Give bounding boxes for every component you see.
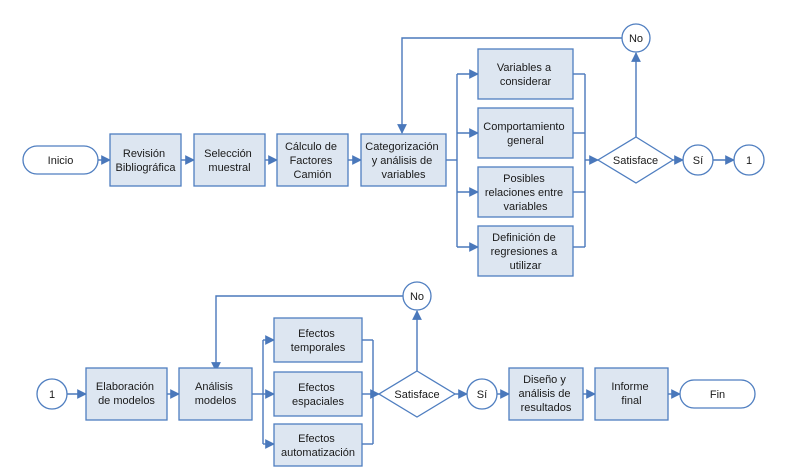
node-informe: Informe final [594,367,669,421]
node-si-2: Sí [466,378,498,410]
node-inicio: Inicio [22,145,99,175]
no1-label: No [629,33,643,45]
node-diseno: Diseño y análisis de resultados [508,367,584,421]
informe-label: Informe final [611,381,651,407]
si2-label: Sí [477,389,487,401]
node-calculo: Cálculo de Factores Camión [276,133,349,187]
automatizacion-label: Efectos automatización [281,433,355,459]
posibles-label: Posibles relaciones entre variables [485,173,566,213]
comportamiento-label: Comportamiento general [483,121,567,147]
inicio-label: Inicio [48,155,74,167]
connector-out-label: 1 [746,155,752,167]
node-espaciales: Efectos espaciales [273,371,363,417]
edge-no1-loopback [397,37,622,134]
node-seleccion: Selección muestral [193,133,266,187]
node-categorizacion: Categorización y análisis de variables [360,133,447,187]
edges-flow1 [98,37,735,252]
diseno-label: Diseño y análisis de resultados [518,374,573,414]
no2-label: No [410,291,424,303]
categorizacion-label: Categorización y análisis de variables [365,141,441,181]
decision-satisface-2: Satisface [377,370,457,418]
node-temporales: Efectos temporales [273,317,363,363]
si1-label: Sí [693,155,703,167]
definicion-label: Definición de regresiones a utilizar [491,232,561,272]
edge-no2-loopback [211,295,403,372]
node-posibles: Posibles relaciones entre variables [477,166,574,218]
node-analisis: Análisis modelos [178,367,253,421]
decision-satisface-1: Satisface [596,136,675,184]
analisis-label: Análisis modelos [195,381,237,407]
node-definicion: Definición de regresiones a utilizar [477,225,574,277]
elaboracion-label: Elaboración de modelos [96,381,157,407]
node-revision: Revisión Bibliográfica [109,133,182,187]
node-variables: Variables a considerar [477,48,574,100]
fin-label: Fin [710,389,725,401]
node-fin: Fin [679,379,756,409]
espaciales-label: Efectos espaciales [292,382,344,408]
variables-label: Variables a considerar [497,62,554,88]
revision-label: Revisión Bibliográfica [116,148,177,174]
satisface2-label: Satisface [394,389,439,401]
connector-in-label: 1 [49,389,55,401]
node-elaboracion: Elaboración de modelos [85,367,168,421]
node-no-2: No [402,281,432,311]
seleccion-label: Selección muestral [204,148,255,174]
temporales-label: Efectos temporales [291,328,346,354]
node-no-1: No [621,23,651,53]
calculo-label: Cálculo de Factores Camión [285,141,340,181]
edges-flow2 [67,295,681,449]
node-comportamiento: Comportamiento general [477,107,574,159]
node-si-1: Sí [682,144,714,176]
connector-1-out: 1 [733,144,765,176]
satisface1-label: Satisface [613,155,658,167]
connector-1-in: 1 [36,378,68,410]
node-automatizacion: Efectos automatización [273,423,363,467]
